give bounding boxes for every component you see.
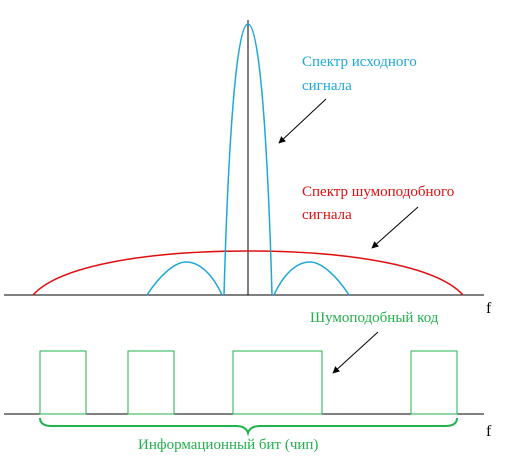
- code-pulse: [39, 350, 87, 415]
- axis-f-top-label: f: [486, 300, 492, 317]
- code-pulse: [232, 350, 323, 415]
- original-spectrum-right-side-lobe: [273, 261, 350, 296]
- code-pulse: [127, 350, 175, 415]
- axis-f-bottom-label: f: [486, 423, 492, 440]
- spectrum-panel: f Спектр исходного сигнала Спектр шумопо…: [4, 20, 492, 317]
- info-bit-label: Информационный бит (чип): [138, 437, 318, 453]
- original-spectrum-left-side-lobe: [146, 261, 223, 296]
- pointer-arrow-icon: [332, 331, 379, 374]
- original-spectrum-label: Спектр исходного сигнала: [302, 54, 420, 94]
- original-spectrum-main-lobe: [223, 23, 273, 296]
- noise-spectrum-curve: [32, 250, 464, 296]
- code-pulse: [410, 350, 458, 415]
- noise-code-label: Шумоподобный код: [310, 310, 439, 326]
- pointer-arrow-icon: [371, 206, 419, 249]
- info-bit-brace-icon: [39, 417, 458, 437]
- pointer-arrow-icon: [278, 98, 327, 144]
- code-panel: f Шумоподобный код Информационный бит (ч…: [4, 310, 492, 453]
- noise-spectrum-label: Спектр шумоподобного сигнала: [302, 184, 458, 223]
